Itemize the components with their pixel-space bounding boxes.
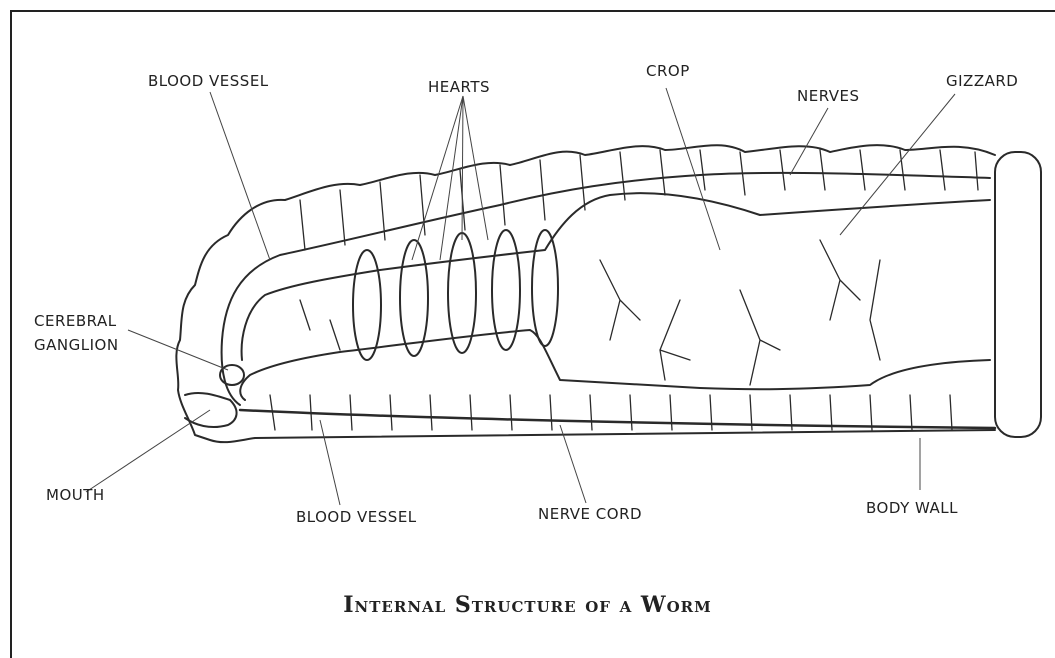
heart-2 [400,240,428,356]
label-hearts: HEARTS [428,78,490,96]
leader-hearts-3 [462,96,463,240]
label-nerves: NERVES [797,87,860,105]
leader-hearts-2 [440,96,463,260]
label-blood-vessel-top: BLOOD VESSEL [148,72,269,90]
label-gizzard: GIZZARD [946,72,1018,90]
label-crop: CROP [646,62,690,80]
leader-crop [666,88,720,250]
leader-blood-vessel-top [210,92,270,260]
heart-1 [353,250,381,360]
leader-hearts-4 [463,96,488,240]
label-cerebral-ganglion-line2: GANGLION [34,336,119,354]
heart-3 [448,233,476,353]
label-nerve-cord: NERVE CORD [538,505,642,523]
body-wall-outline [176,145,995,442]
nerve-cord [240,410,995,428]
leader-blood-vessel-bottom [320,420,340,505]
heart-5 [532,230,558,346]
figure-caption: Internal Structure of a Worm [0,592,1055,618]
leader-cerebral-ganglion [128,330,228,370]
tail-cap [995,152,1041,437]
label-cerebral-ganglion-line1: CEREBRAL [34,312,117,330]
leader-nerve-cord [560,425,586,503]
label-body-wall: BODY WALL [866,499,958,517]
leader-gizzard [840,94,955,235]
gut-lower [240,330,990,400]
leader-mouth [86,410,210,492]
label-blood-vessel-bottom: BLOOD VESSEL [296,508,417,526]
label-mouth: MOUTH [46,486,105,504]
